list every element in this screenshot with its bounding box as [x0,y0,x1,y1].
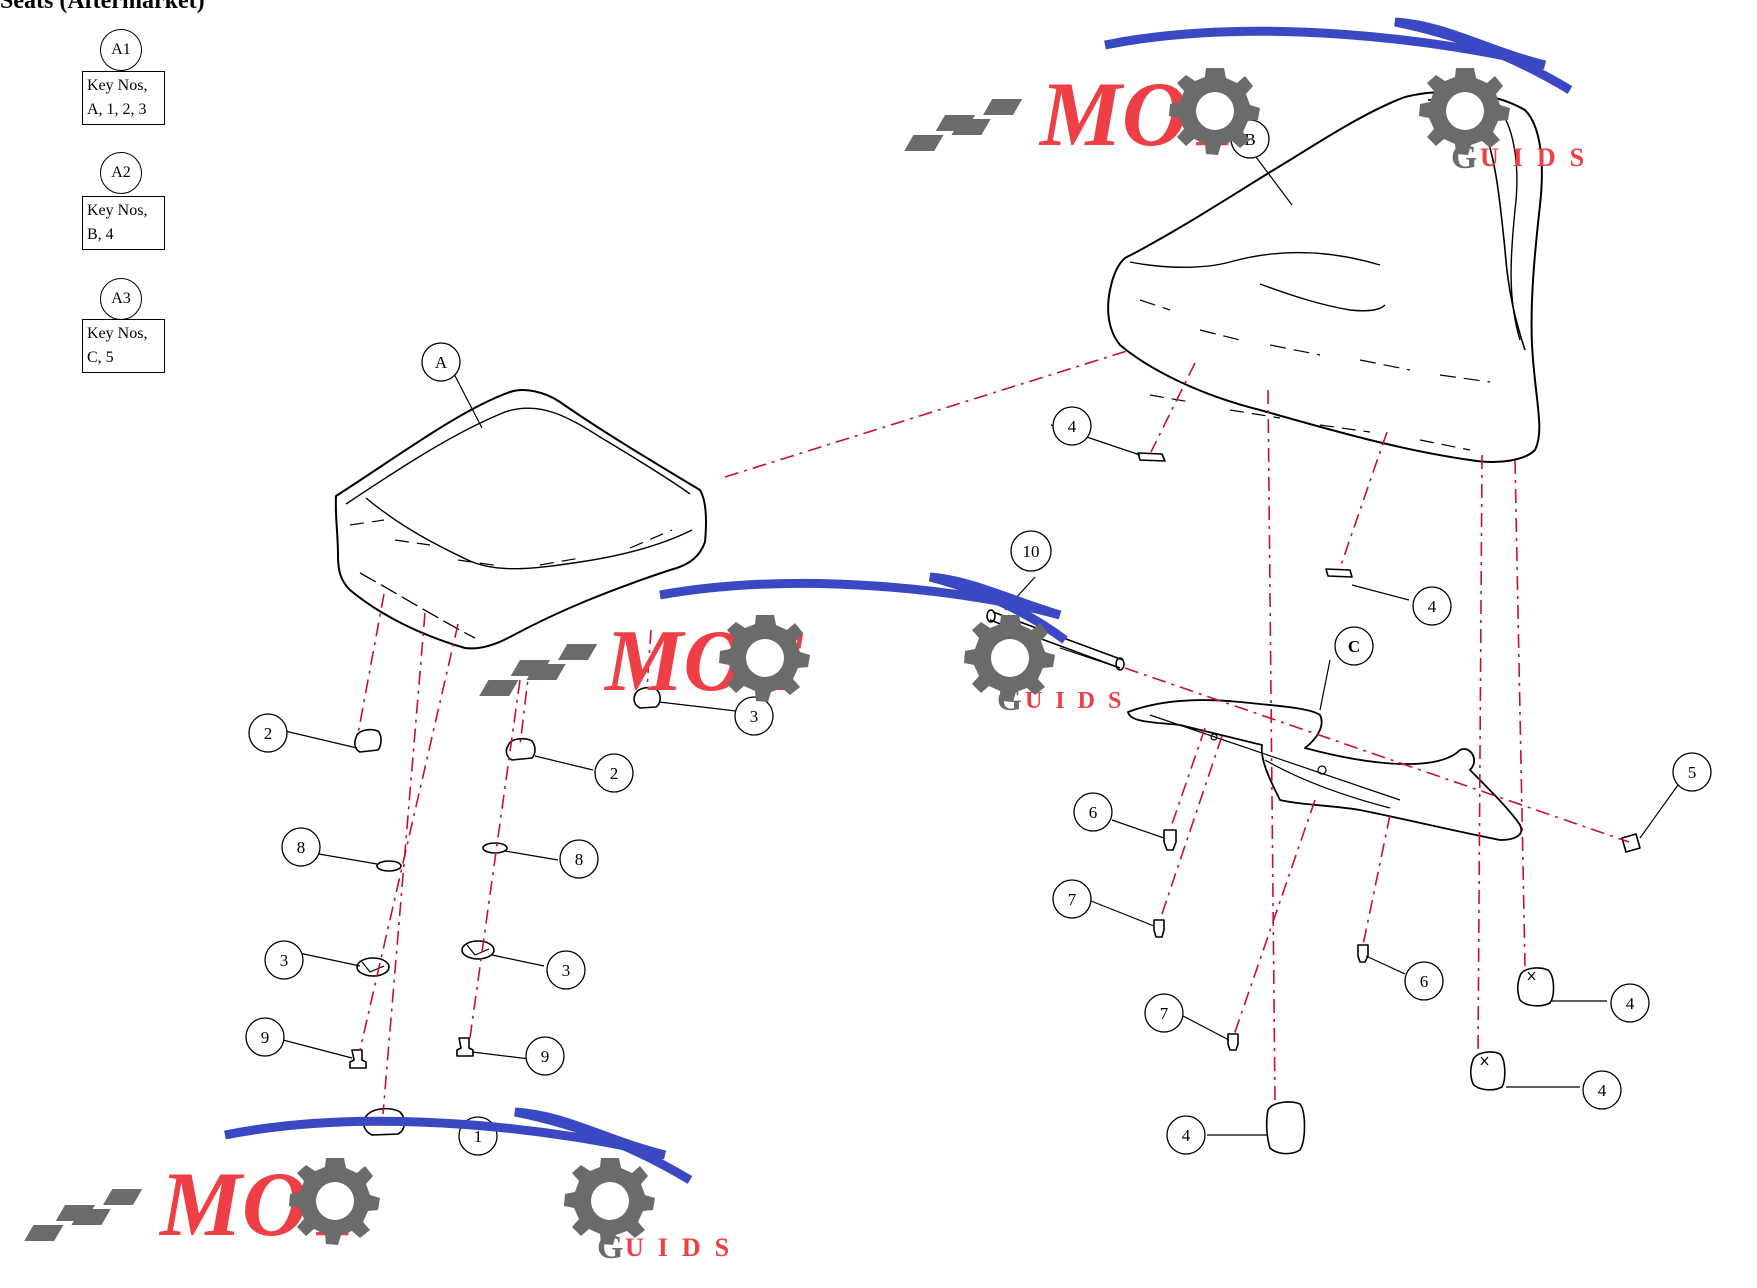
callout-7-top-label: 7 [1068,890,1077,909]
callout-2-right-label: 2 [610,764,619,783]
callout-7-bottom: 7 [1144,993,1184,1033]
callout-8-right: 8 [559,839,599,879]
watermark-middle-g: G [997,681,1022,717]
kit-box-a1-line1: Key Nos, [87,77,148,94]
callout-8-left-label: 8 [297,838,306,857]
kit-box-a1-line2: A, 1, 2, 3 [87,101,147,118]
callout-3-right-label: 3 [562,961,571,980]
callout-2-right: 2 [594,753,634,793]
callout-2-left: 2 [248,713,288,753]
callout-8-right-label: 8 [575,850,584,869]
callout-c: C [1334,626,1374,666]
callout-7-top: 7 [1052,879,1092,919]
callout-10: 10 [1010,530,1052,572]
callout-4-f-label: 4 [0,0,5,4]
kit-box-a2-line1: Key Nos, [87,202,148,219]
callout-3-right: 3 [546,950,586,990]
watermark-middle-guids: UIDS [1025,688,1134,714]
callout-4-c-label: 4 [1626,994,1635,1013]
assembly-lines [357,349,1630,1115]
callout-3-left: 3 [264,940,304,980]
seat-a-part [334,389,707,650]
page-header: Seats (Aftermarket) [0,0,205,14]
callout-a-label: A [435,353,448,372]
kit-id-a1: A1 [100,29,142,71]
callout-a: A [421,342,461,382]
callout-1-label: 1 [474,1127,483,1146]
callout-10-label: 10 [1023,542,1040,561]
kit-box-a2: Key Nos, B, 4 [82,196,165,250]
watermark-top-g: G [1451,139,1477,176]
callout-8-left: 8 [281,827,321,867]
callout-9-left-label: 9 [261,1028,270,1047]
watermark-middle: MOT UIDS G [479,572,1134,717]
callout-circles: A B C 1 2 2 3 3 3 4 4 4 4 4 4 5 6 6 7 7 … [0,0,1712,1156]
callout-6-bottom: 6 [1404,961,1444,1001]
watermark-bottom-g: G [597,1229,623,1266]
kit-id-a3: A3 [100,278,142,320]
small-parts [349,452,1641,1155]
callout-2-left-label: 2 [264,724,273,743]
kit-box-a3-line2: C, 5 [87,349,114,366]
kit-id-a2: A2 [100,152,142,194]
callout-3-left-label: 3 [280,951,289,970]
callout-4-d: 4 [1582,1070,1622,1110]
callout-4-b-label: 4 [1428,597,1437,616]
bracket-c-part [1127,699,1523,841]
callout-6-top: 6 [1073,792,1113,832]
callout-4-f: 4 [0,0,5,4]
callout-4-c: 4 [1610,983,1650,1023]
callout-6-bottom-label: 6 [1420,972,1429,991]
watermark-bottom: MOT UIDS G [24,1107,743,1266]
callout-5: 5 [1672,752,1712,792]
callout-c-label: C [1348,637,1360,656]
callout-9-right-label: 9 [541,1047,550,1066]
callout-9-left: 9 [245,1017,285,1057]
callout-4-e-label: 4 [1182,1126,1191,1145]
kit-box-a3-line1: Key Nos, [87,325,148,342]
callout-5-label: 5 [1688,763,1697,782]
callout-7-bottom-label: 7 [1160,1004,1169,1023]
callout-9-right: 9 [525,1036,565,1076]
callout-3-top-label: 3 [750,707,759,726]
watermark-bottom-guids: UIDS [625,1233,743,1262]
callout-4-a-label: 4 [1068,417,1077,436]
callout-3-top: 3 [734,696,774,736]
watermark-top: MOT UIDS G [904,17,1598,176]
callout-4-d-label: 4 [1598,1081,1607,1100]
callout-4-e: 4 [1166,1115,1206,1155]
callout-4-a: 4 [1052,406,1092,446]
callout-4-b: 4 [1412,586,1452,626]
kit-box-a3: Key Nos, C, 5 [82,319,165,373]
callout-b-label: B [1244,130,1255,149]
kit-box-a2-line2: B, 4 [87,226,114,243]
kit-box-a1: Key Nos, A, 1, 2, 3 [82,71,165,125]
callout-6-top-label: 6 [1089,803,1098,822]
watermark-top-guids: UIDS [1480,143,1598,172]
